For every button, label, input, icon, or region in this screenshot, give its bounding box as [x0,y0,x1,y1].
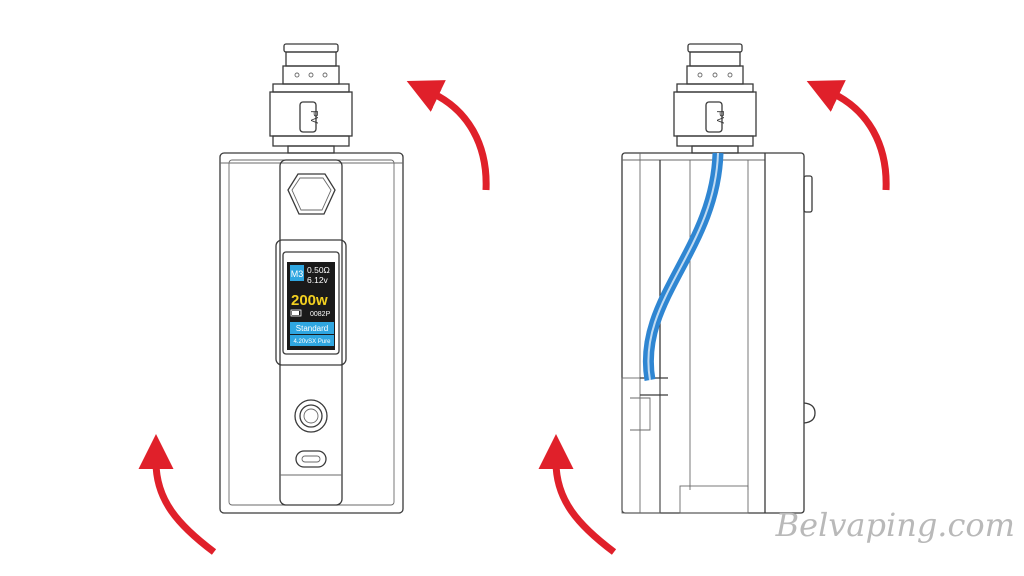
side-view: PV [621,43,816,514]
arrow-bottom-left-front [138,434,217,555]
squonk-tube [642,152,724,381]
adjust-button [294,399,328,433]
screen-resistance: 0.50Ω [307,265,330,275]
front-atomizer-logo: PV [308,110,319,124]
side-knob [803,402,816,424]
screen-wattage: 200w [291,292,328,309]
screen-info: 4.20vSX Pure [293,339,331,345]
rotation-arrows [138,80,890,555]
front-atomizer: PV [269,43,353,154]
arrow-bottom-left-side [538,434,617,555]
front-mod-body: M3 0.50Ω 6.12v 200w 0082P Standard 4.20v… [219,152,404,514]
screen-profile: Standard [296,324,328,333]
screen-voltage: 6.12v [307,275,329,285]
arrow-up-right-front [406,80,490,191]
usb-port [295,450,327,468]
screen-puffs: 0082P [310,311,331,318]
arrow-up-right-side [806,80,890,191]
side-atomizer-logo: PV [714,110,725,124]
battery-icon [290,309,302,317]
screen-mode: M3 [291,269,304,279]
atomizer-logo-badge [299,101,317,133]
side-atomizer: PV [673,43,757,154]
fire-button [287,173,336,215]
watermark: Belvaping.com [775,506,1015,544]
front-view: PV M3 0.50Ω 6.12v 200w 0082P [219,43,404,514]
side-fire-button [803,175,813,213]
